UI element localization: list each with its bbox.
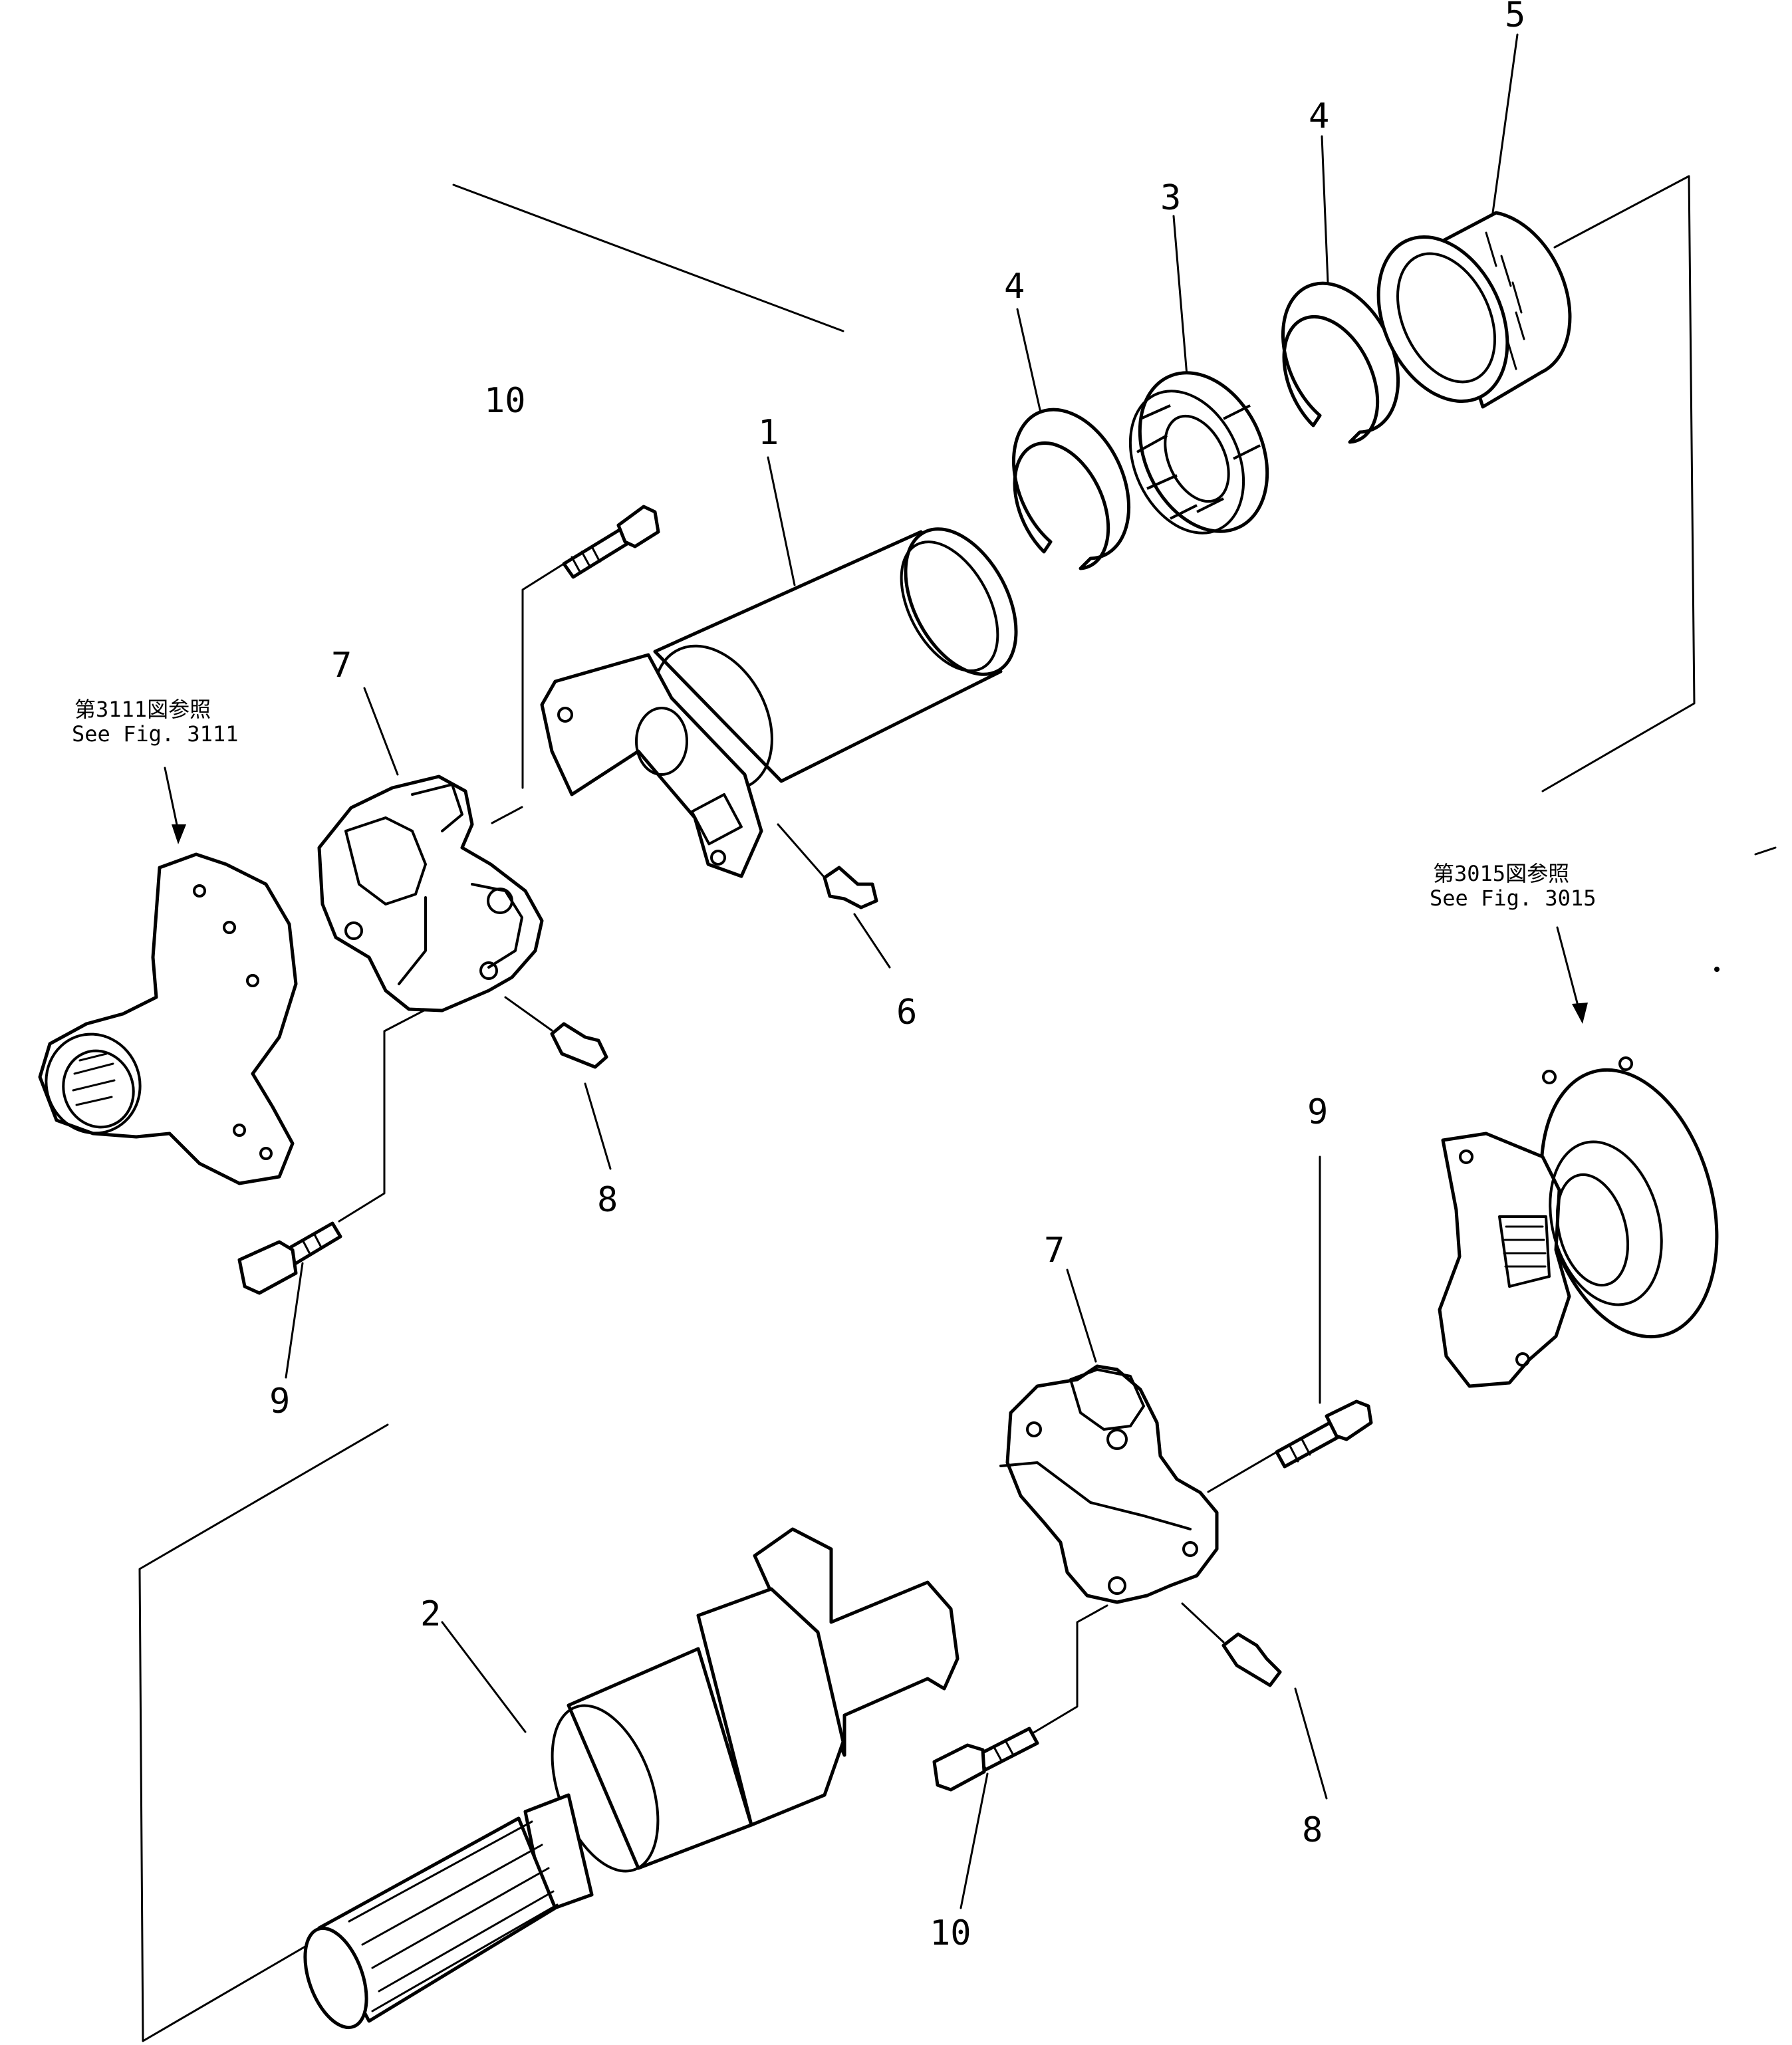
callout-7-upper: 7 <box>331 646 352 685</box>
callout-10-upper: 10 <box>484 381 526 421</box>
reference-right-jp: 第3015図参照 <box>1433 861 1569 886</box>
scan-dot <box>1714 967 1720 972</box>
bolt-part-10a <box>562 505 660 579</box>
flange-yoke-right <box>1438 1056 1719 1388</box>
reference-left-jp: 第3111図参照 <box>74 697 211 722</box>
callout-1: 1 <box>758 413 779 453</box>
callout-6: 6 <box>896 993 917 1032</box>
seal-cage-part-5 <box>1376 211 1572 409</box>
reference-right-en: See Fig. 3015 <box>1430 886 1596 911</box>
callout-4-left: 4 <box>1004 267 1025 306</box>
grease-fitting-part-6 <box>777 823 878 909</box>
callout-leaders <box>164 33 1588 1909</box>
universal-joint-part-7b <box>999 1364 1219 1604</box>
callout-9-left: 9 <box>269 1382 290 1421</box>
assembly-lines <box>138 175 1777 2042</box>
splined-shaft-part-2 <box>303 1527 960 2030</box>
callout-2: 2 <box>420 1594 441 1634</box>
callout-5: 5 <box>1505 0 1525 35</box>
bolt-part-9b <box>1275 1399 1373 1469</box>
callout-numbers: 1 2 3 4 4 5 6 7 7 8 8 9 9 10 10 <box>269 0 1525 1953</box>
callout-9-right: 9 <box>1307 1092 1328 1132</box>
callout-8-upper: 8 <box>597 1180 618 1220</box>
reference-left-en: See Fig. 3111 <box>72 721 238 747</box>
flange-yoke-left <box>38 852 298 1185</box>
grease-fitting-part-8a <box>504 996 608 1069</box>
callout-7-lower: 7 <box>1044 1231 1065 1270</box>
grease-fitting-part-8b <box>1181 1602 1282 1687</box>
bolt-part-10b <box>932 1727 1039 1792</box>
callout-3: 3 <box>1160 178 1181 218</box>
snap-ring-part-4a <box>1012 408 1131 570</box>
slip-yoke-tube-part-1 <box>540 527 1018 878</box>
figure-reference-right: 第3015図参照 See Fig. 3015 <box>1430 861 1596 911</box>
callout-10-lower: 10 <box>930 1913 971 1953</box>
bolt-part-9a <box>237 1221 342 1295</box>
bearing-part-3 <box>1128 371 1269 535</box>
snap-ring-part-4b <box>1281 281 1400 444</box>
callout-4-right: 4 <box>1309 96 1329 136</box>
figure-reference-left: 第3111図参照 See Fig. 3111 <box>72 697 238 747</box>
universal-joint-part-7a <box>317 775 544 1013</box>
callout-8-lower: 8 <box>1302 1810 1323 1850</box>
